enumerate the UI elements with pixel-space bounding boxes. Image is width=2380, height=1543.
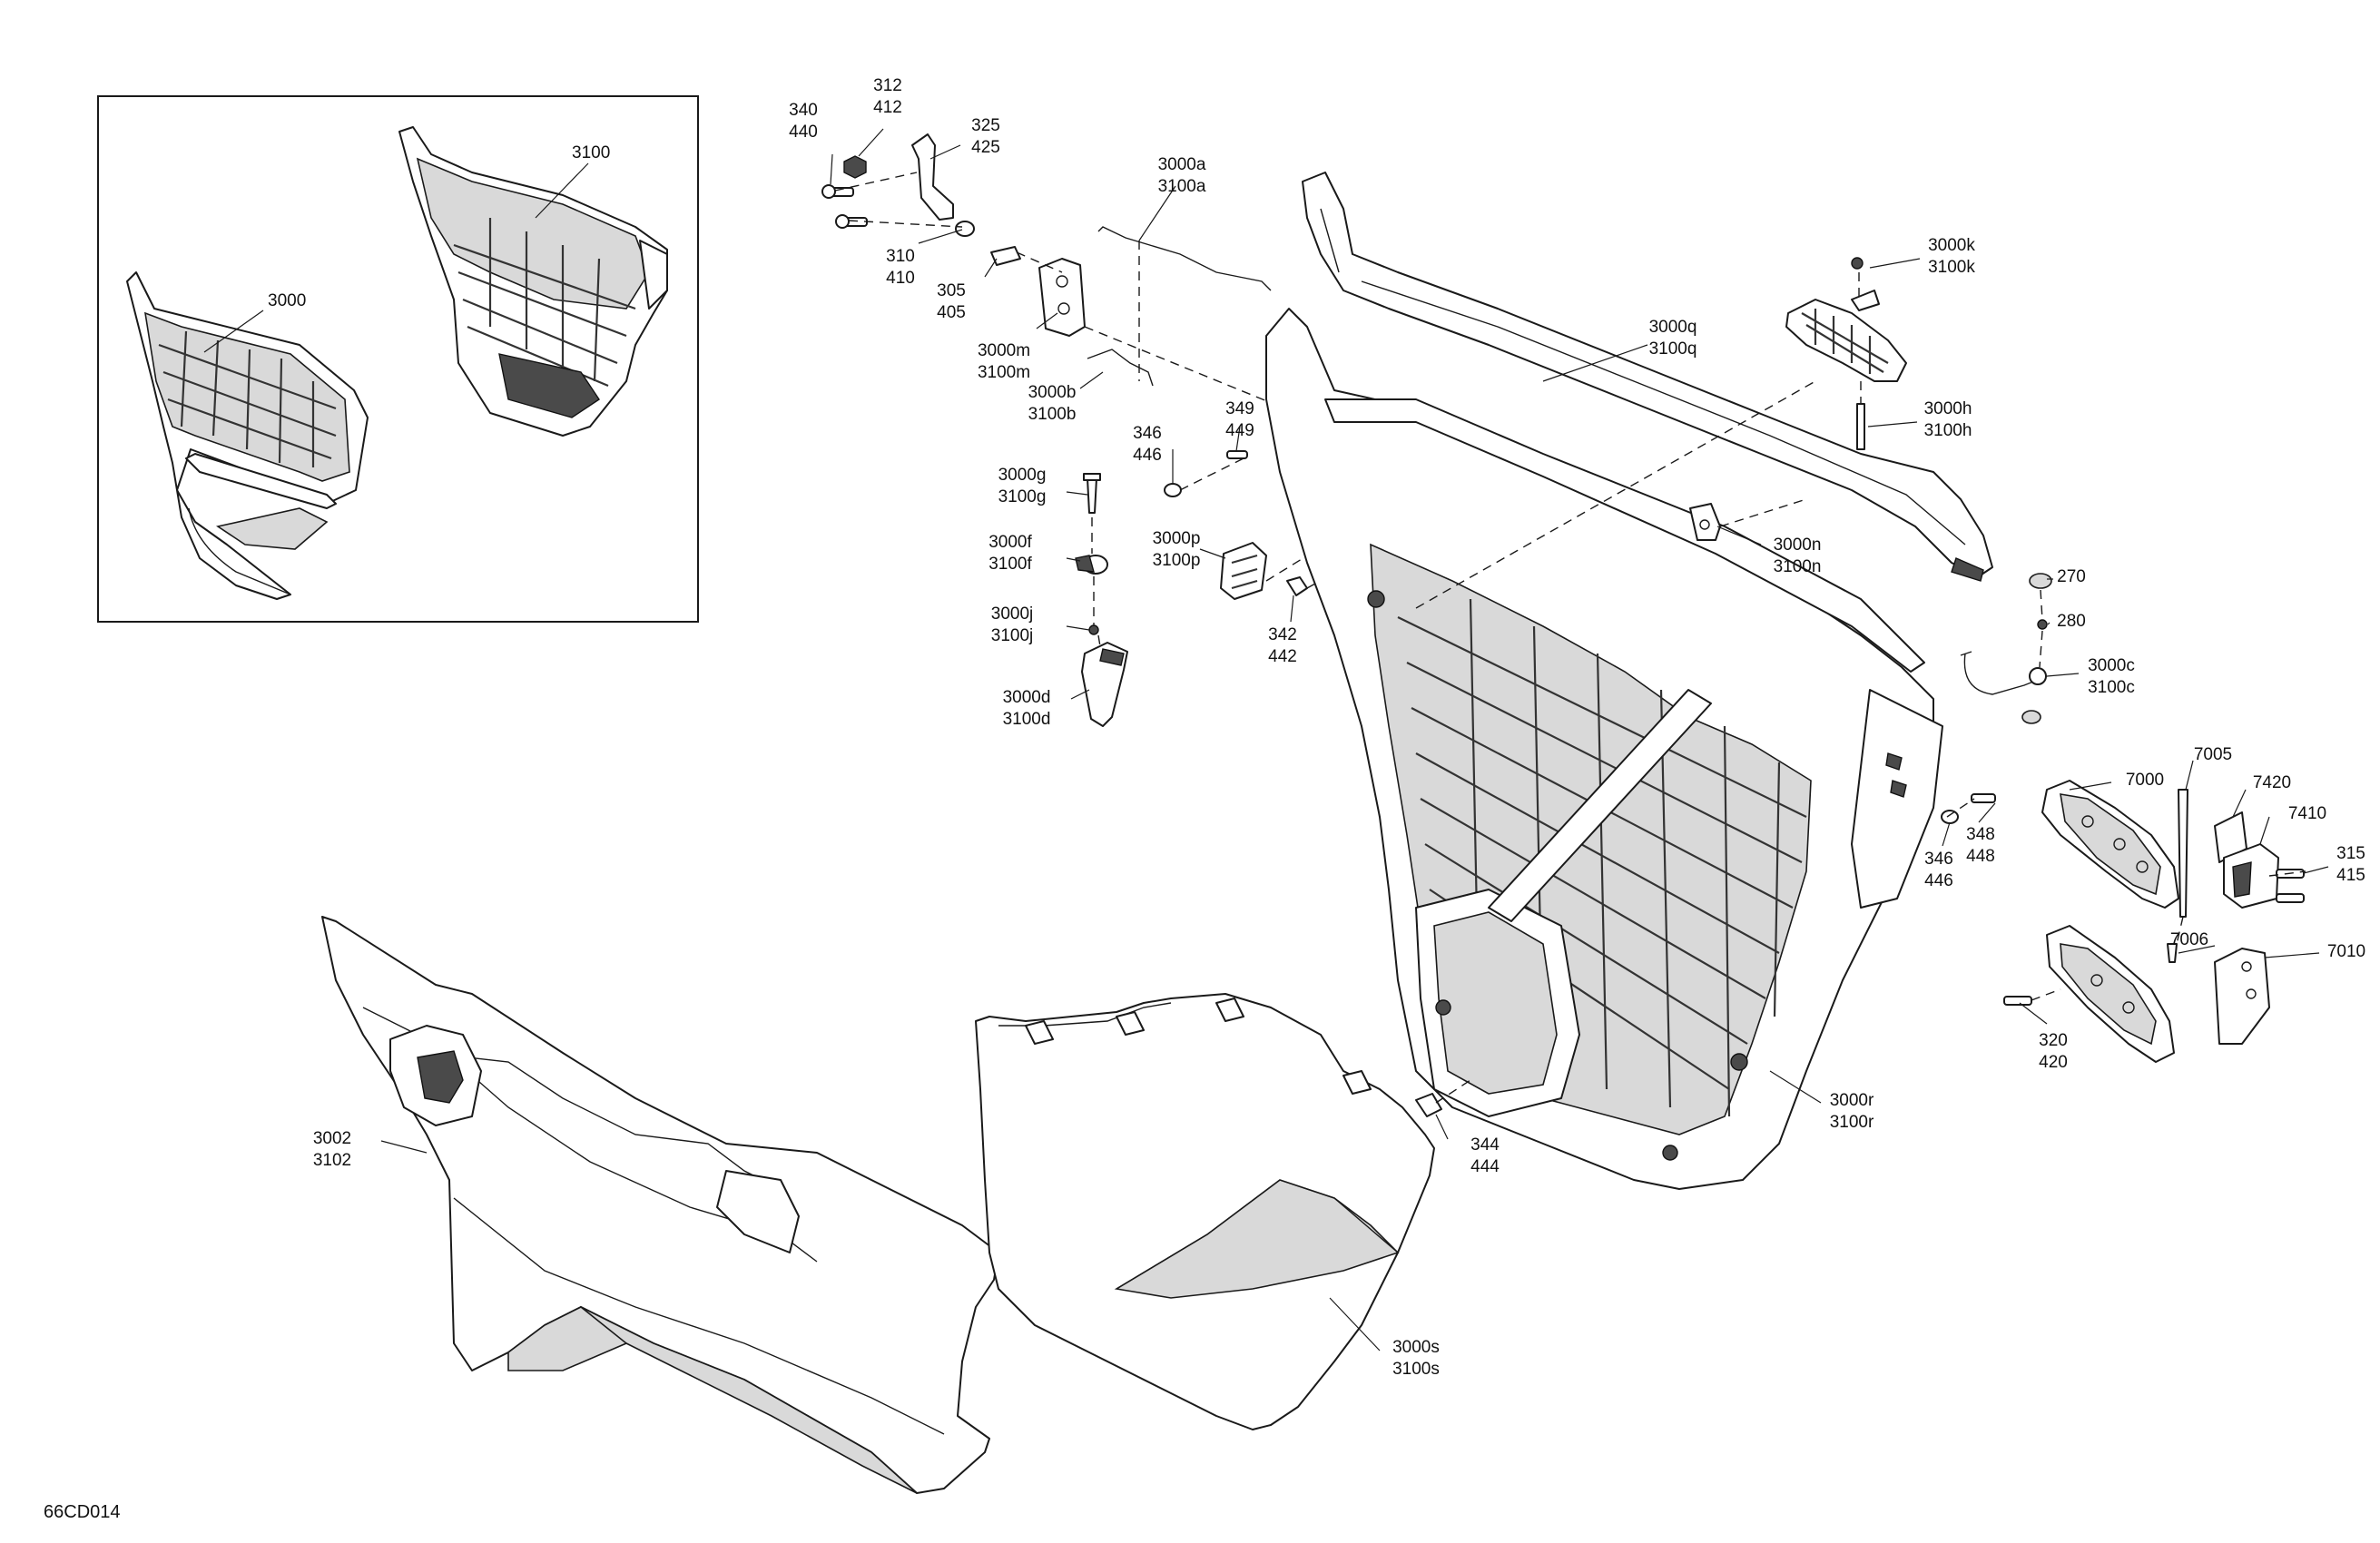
washer-346b xyxy=(1941,810,1959,824)
nut-312 xyxy=(843,155,867,179)
pin-305 xyxy=(990,246,1021,266)
callout-7420: 7420 xyxy=(2253,773,2291,792)
clip-3000j xyxy=(1088,624,1099,635)
bolts-315 xyxy=(2276,869,2305,903)
callout-3100: 3100 xyxy=(572,143,610,162)
bolt-340 xyxy=(821,184,854,199)
clip-344 xyxy=(1415,1093,1442,1117)
hinge-7006 xyxy=(2046,925,2178,1063)
bracket-3000p xyxy=(1220,542,1267,600)
rod-3000a xyxy=(1097,226,1272,291)
callout-7005: 7005 xyxy=(2194,745,2232,764)
inset-frame xyxy=(97,95,699,623)
door-frame-3000r xyxy=(1265,308,1943,1190)
bolt-348 xyxy=(1971,793,1996,803)
hinge-7000 xyxy=(2041,780,2179,909)
callout-7010: 7010 xyxy=(2327,942,2365,961)
callout-280: 280 xyxy=(2057,612,2086,631)
outer-panel-3002 xyxy=(321,916,999,1494)
nut-280 xyxy=(2037,619,2048,630)
pin-7005 xyxy=(2178,789,2188,918)
handle-3000k xyxy=(1785,257,1907,382)
screw-349 xyxy=(1226,450,1248,459)
latch-hardware xyxy=(821,133,1308,418)
inset-view: 3000 3100 xyxy=(97,95,699,623)
rod-3000b xyxy=(1087,349,1154,387)
spring-3000f xyxy=(1075,555,1108,575)
liner-3000s xyxy=(975,993,1471,1430)
diagram-code: 66CD014 xyxy=(44,1502,121,1522)
callout-3000: 3000 xyxy=(268,291,306,310)
bracket-325 xyxy=(911,133,954,221)
callout-7000: 7000 xyxy=(2126,771,2164,790)
clip-342 xyxy=(1286,576,1308,596)
washer-310 xyxy=(955,221,975,237)
callout-7410: 7410 xyxy=(2288,804,2326,823)
inset-door-3100 xyxy=(398,126,668,437)
plate-3000n xyxy=(1689,503,1721,541)
bolt-340-b xyxy=(835,214,868,229)
callout-7006: 7006 xyxy=(2170,930,2208,949)
pin-3000h xyxy=(1856,403,1865,450)
pin-3000g xyxy=(1087,477,1097,514)
leader-lines xyxy=(380,128,2329,1351)
washer-346 xyxy=(1164,483,1182,497)
inset-door-3000 xyxy=(126,271,369,600)
callout-270: 270 xyxy=(2057,567,2086,586)
bolt-320 xyxy=(2003,996,2032,1006)
cable-3000c xyxy=(1960,573,2052,724)
plate-7010 xyxy=(2214,948,2270,1045)
dash-lines-hinge xyxy=(1946,798,2306,1001)
small-parts xyxy=(1075,450,1353,727)
latch-3000m xyxy=(1038,258,1086,337)
washer-270 xyxy=(2029,573,2052,589)
top-rail-3000q xyxy=(1302,172,1993,582)
